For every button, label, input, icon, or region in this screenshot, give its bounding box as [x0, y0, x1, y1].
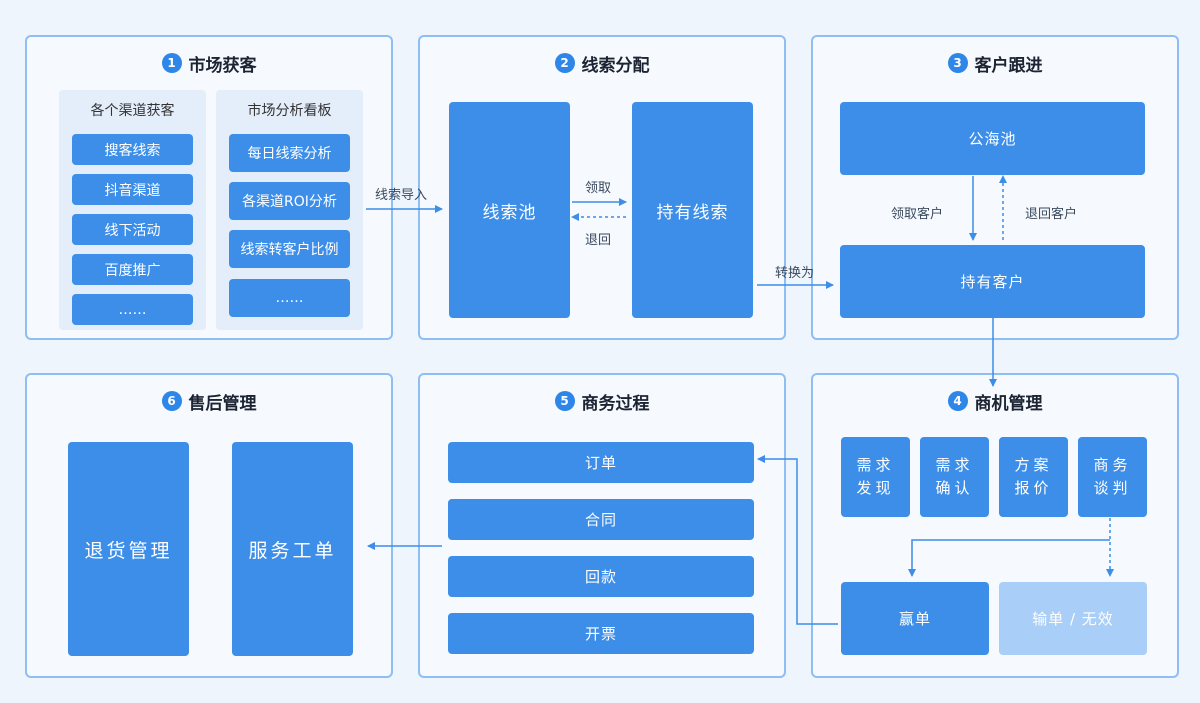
- contract-box[interactable]: 合同: [448, 499, 754, 540]
- panel-title: 5 商务过程: [420, 389, 784, 414]
- channels-group: 各个渠道获客 搜客线索 抖音渠道 线下活动 百度推广 ……: [59, 90, 206, 330]
- stage-line: 需求: [856, 456, 895, 474]
- panel-customer-followup: 3 客户跟进 公海池 持有客户 领取客户 退回客户: [811, 35, 1179, 340]
- stage-line: 方案: [1014, 456, 1053, 474]
- stage-line: 确认: [935, 479, 974, 497]
- channels-group-title: 各个渠道获客: [90, 103, 175, 119]
- analysis-item[interactable]: 线索转客户比例: [229, 230, 350, 268]
- panel-title-text: 市场获客: [188, 55, 257, 76]
- return-customer-label: 退回客户: [1025, 207, 1078, 222]
- panel-business-process: 5 商务过程 订单 合同 回款 开票: [418, 373, 786, 678]
- stage-line: 需求: [935, 456, 974, 474]
- order-box[interactable]: 订单: [448, 442, 754, 483]
- owned-leads-box[interactable]: 持有线索: [632, 102, 753, 318]
- return-label: 退回: [585, 233, 612, 248]
- lead-pool-box[interactable]: 线索池: [449, 102, 570, 318]
- owned-customers-box[interactable]: 持有客户: [840, 245, 1145, 318]
- claim-label: 领取: [585, 181, 612, 196]
- panel-title: 3 客户跟进: [813, 51, 1177, 76]
- panel-title: 2 线索分配: [420, 51, 784, 76]
- stage-demand-confirm[interactable]: 需求确认: [920, 437, 989, 517]
- step-number-badge: 6: [161, 391, 182, 411]
- lost-deal-box[interactable]: 输单 / 无效: [999, 582, 1147, 655]
- channel-item[interactable]: 抖音渠道: [72, 174, 193, 205]
- analysis-group-title: 市场分析看板: [247, 103, 332, 119]
- returns-management-box[interactable]: 退货管理: [68, 442, 189, 656]
- stage-quote[interactable]: 方案报价: [999, 437, 1068, 517]
- step-number-badge: 3: [947, 53, 968, 73]
- payment-box[interactable]: 回款: [448, 556, 754, 597]
- win-deal-box[interactable]: 赢单: [841, 582, 989, 655]
- step-number-badge: 2: [554, 53, 575, 73]
- stage-line: 发现: [856, 479, 895, 497]
- panel-market-acquisition: 1 市场获客 各个渠道获客 搜客线索 抖音渠道 线下活动 百度推广 …… 市场分…: [25, 35, 393, 340]
- step-number-badge: 1: [161, 53, 182, 73]
- panel-title: 6 售后管理: [27, 389, 391, 414]
- panel-after-sales: 6 售后管理 退货管理 服务工单: [25, 373, 393, 678]
- lead-import-label: 线索导入: [375, 188, 428, 203]
- panel-title-text: 商务过程: [581, 393, 650, 414]
- panel-title-text: 客户跟进: [974, 55, 1043, 76]
- claim-customer-label: 领取客户: [891, 207, 944, 222]
- analysis-item[interactable]: 每日线索分析: [229, 134, 350, 172]
- public-pool-box[interactable]: 公海池: [840, 102, 1145, 175]
- step-number-badge: 4: [947, 391, 968, 411]
- channel-item-more[interactable]: ……: [72, 294, 193, 325]
- analysis-item-more[interactable]: ……: [229, 279, 350, 317]
- analysis-group: 市场分析看板 每日线索分析 各渠道ROI分析 线索转客户比例 ……: [216, 90, 363, 330]
- panel-title-text: 商机管理: [974, 393, 1043, 414]
- panel-title-text: 售后管理: [188, 393, 257, 414]
- stage-line: 报价: [1014, 479, 1053, 497]
- panel-title: 1 市场获客: [27, 51, 391, 76]
- panel-lead-allocation: 2 线索分配 线索池 持有线索 领取 退回: [418, 35, 786, 340]
- invoice-box[interactable]: 开票: [448, 613, 754, 654]
- stage-line: 商务: [1093, 456, 1132, 474]
- step-number-badge: 5: [554, 391, 575, 411]
- channel-item[interactable]: 百度推广: [72, 254, 193, 285]
- stage-demand-discovery[interactable]: 需求发现: [841, 437, 910, 517]
- analysis-item[interactable]: 各渠道ROI分析: [229, 182, 350, 220]
- channel-item[interactable]: 线下活动: [72, 214, 193, 245]
- stage-negotiation[interactable]: 商务谈判: [1078, 437, 1147, 517]
- service-ticket-box[interactable]: 服务工单: [232, 442, 353, 656]
- convert-to-label: 转换为: [775, 266, 815, 281]
- stage-line: 谈判: [1093, 479, 1132, 497]
- panel-title-text: 线索分配: [581, 55, 650, 76]
- channel-item[interactable]: 搜客线索: [72, 134, 193, 165]
- panel-title: 4 商机管理: [813, 389, 1177, 414]
- panel-opportunity-management: 4 商机管理 需求发现 需求确认 方案报价 商务谈判 赢单 输单 / 无效: [811, 373, 1179, 678]
